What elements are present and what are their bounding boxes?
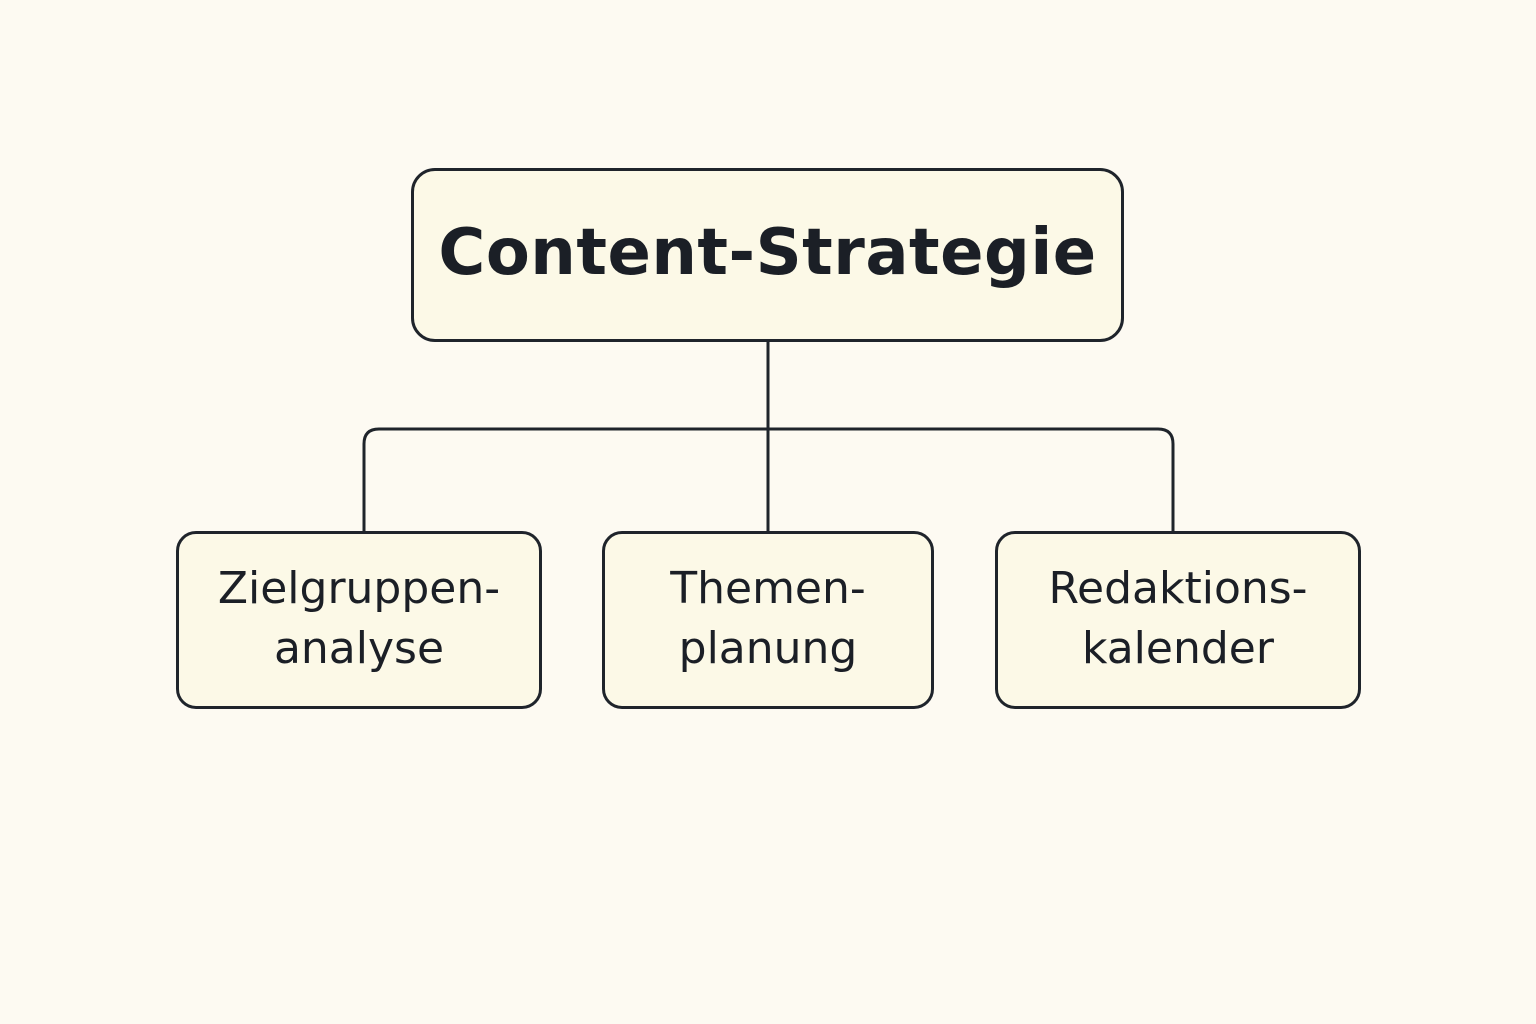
child-label-line-1: Themen- [670,563,866,614]
connector-horizontal-bar [362,427,1175,531]
child-label-line-2: kalender [1082,623,1274,674]
child-label-line-1: Zielgruppen- [217,563,501,614]
child-label-line-2: planung [678,623,858,674]
child-node-zielgruppenanalyse: Zielgruppen- analyse [176,531,542,709]
child-label-line-2: analyse [273,623,445,674]
root-node: Content-Strategie [411,168,1124,342]
root-label: Content-Strategie [438,216,1097,290]
child-node-redaktionskalender: Redaktions- kalender [995,531,1361,709]
child-label: Themen- planung [670,559,866,679]
child-label: Zielgruppen- analyse [218,559,500,679]
child-label-line-1: Redaktions- [1048,563,1308,614]
child-label: Redaktions- kalender [1048,559,1307,679]
child-node-themenplanung: Themen- planung [602,531,934,709]
